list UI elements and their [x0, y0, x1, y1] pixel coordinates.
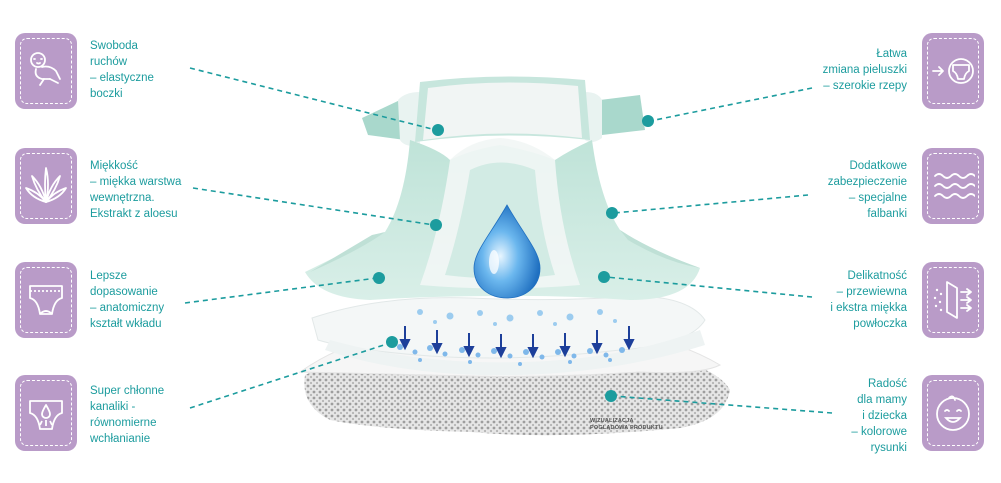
feature-icon-box-protection [922, 148, 984, 224]
leader-line-change [649, 87, 813, 122]
feature-icon-box-delicacy [922, 262, 984, 338]
feature-text-protection: Dodatkowe zabezpieczenie – specjalne fal… [827, 160, 907, 220]
baby-crawling-icon [30, 52, 61, 86]
feature-text-fit: Lepsze dopasowanie – anatomiczny kształt… [90, 270, 165, 330]
diaper-change-icon [932, 58, 974, 84]
callout-point-fit [373, 272, 385, 284]
callout-point-movement [432, 124, 444, 136]
callout-point-change [642, 115, 654, 127]
water-drop-icon [473, 204, 541, 299]
leader-line-channels [189, 342, 391, 409]
aloe-leaf-icon [25, 167, 67, 203]
feature-icon-box-movement [15, 33, 77, 109]
callout-point-delicacy [598, 271, 610, 283]
leader-line-softness [192, 187, 435, 226]
callout-point-channels [386, 336, 398, 348]
absorb-channels-icon [29, 400, 63, 430]
feature-text-channels: Super chłonne kanaliki - równomierne wch… [90, 385, 165, 445]
distribution-layer [311, 295, 706, 376]
feature-icon-box-channels [15, 375, 77, 451]
visualization-caption: WIZUALIZACJA POGLĄDOWA PRODUKTU [590, 418, 663, 431]
leader-line-joy [612, 395, 833, 414]
leader-line-movement [189, 67, 437, 131]
feature-text-softness: Miękkość – miękka warstwa wewnętrzna. Ek… [90, 160, 182, 220]
callout-point-joy [605, 390, 617, 402]
callout-point-protection [606, 207, 618, 219]
leader-line-protection [613, 194, 809, 214]
wavy-lines-icon [934, 173, 975, 199]
breathable-layer-icon [933, 281, 972, 319]
feature-text-joy: Radość dla mamy i dziecka – kolorowe rys… [851, 378, 907, 454]
leader-line-delicacy [605, 276, 813, 298]
feature-text-change: Łatwa zmiana pieluszki – szerokie rzepy [822, 48, 907, 92]
callout-points [373, 115, 654, 402]
feature-icon-box-softness [15, 148, 77, 224]
leader-line-fit [184, 277, 378, 304]
feature-icon-box-change [922, 33, 984, 109]
feature-icon-box-joy [922, 375, 984, 451]
feature-text-movement: Swoboda ruchów – elastyczne boczki [90, 40, 154, 100]
feature-icon-box-fit [15, 262, 77, 338]
callout-point-softness [430, 219, 442, 231]
diaper-shape-icon [29, 285, 63, 315]
feature-text-delicacy: Delikatność – przewiewna i ekstra miękka… [830, 270, 907, 330]
smiling-baby-face-icon [936, 395, 970, 431]
